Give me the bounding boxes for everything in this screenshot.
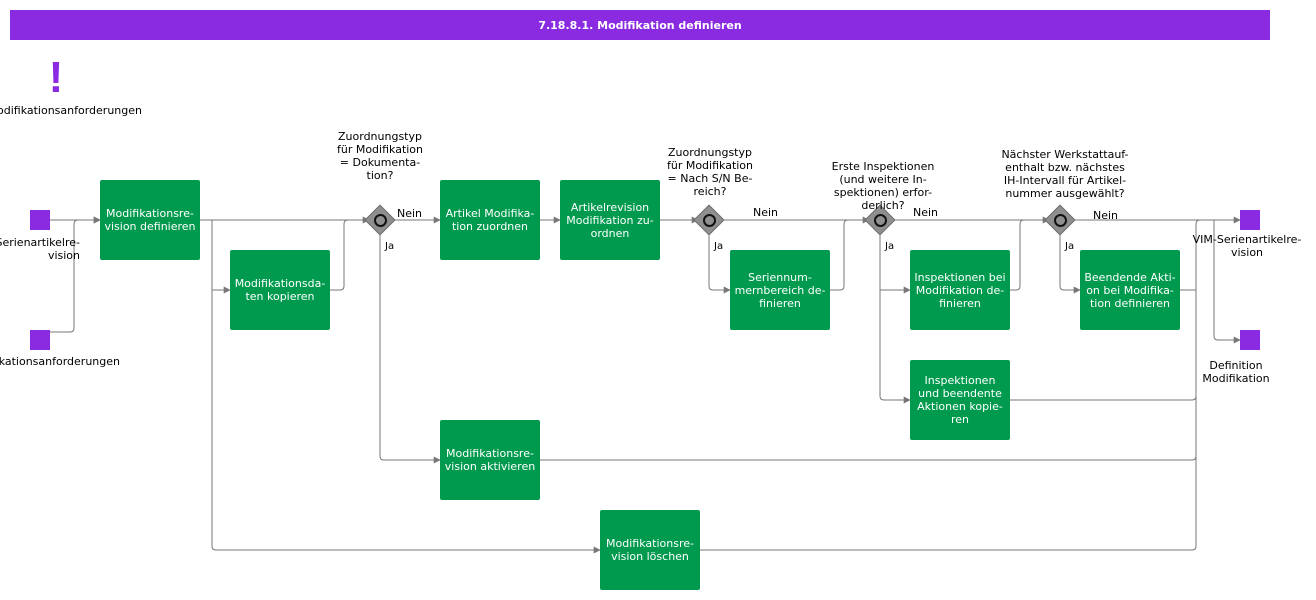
label-output-definition: Definition Modifikation	[1202, 359, 1270, 385]
input-event-modification-requirements[interactable]	[30, 330, 50, 350]
gateway-4-question: Nächster Werkstattauf- enthalt bzw. näch…	[1001, 148, 1129, 200]
output-event-serial-revision[interactable]	[1240, 210, 1260, 230]
task-activate-revision[interactable]: Modifikationsre- vision aktivieren	[440, 420, 540, 500]
label-modification-requirements-top: Modifikationsanforderungen	[0, 104, 142, 117]
gateway-2-marker-icon	[702, 213, 716, 227]
label-input-serial-revision: VIM-Serienartikelre- vision	[0, 236, 80, 262]
gateway-3-no-label: Nein	[913, 206, 939, 219]
task-define-inspections[interactable]: Inspektionen bei Modifikation de- finier…	[910, 250, 1010, 330]
task-define-serial-range[interactable]: Seriennum- mernbereich de- finieren	[730, 250, 830, 330]
gateway-4-marker-icon	[1053, 213, 1067, 227]
gateway-4-no-label: Nein	[1093, 209, 1119, 222]
task-define-terminating-action[interactable]: Beendende Akti- on bei Modifika- tion de…	[1080, 250, 1180, 330]
gateway-4-yes-label: Ja	[1065, 241, 1075, 252]
label-input-modification-requirements: Modifikationsanforderungen	[0, 355, 120, 368]
task-assign-article-revision[interactable]: Artikelrevision Modifikation zu- ordnen	[560, 180, 660, 260]
task-copy-inspections[interactable]: Inspektionen und beendente Aktionen kopi…	[910, 360, 1010, 440]
task-define-revision[interactable]: Modifikationsre- vision definieren	[100, 180, 200, 260]
label-output-serial-revision: VIM-Serienartikelre- vision	[1192, 233, 1302, 259]
gateway-1-yes-label: Ja	[385, 241, 395, 252]
gateway-3-marker-icon	[873, 213, 887, 227]
output-event-definition[interactable]	[1240, 330, 1260, 350]
gateway-1-no-label: Nein	[397, 207, 423, 220]
input-event-serial-revision[interactable]	[30, 210, 50, 230]
task-assign-article[interactable]: Artikel Modifika- tion zuordnen	[440, 180, 540, 260]
gateway-2-yes-label: Ja	[714, 241, 724, 252]
gateway-1-marker-icon	[373, 213, 387, 227]
task-delete-revision[interactable]: Modifikationsre- vision löschen	[600, 510, 700, 590]
diagram-title: 7.18.8.1. Modifikation definieren	[10, 10, 1270, 40]
gateway-3-yes-label: Ja	[885, 241, 895, 252]
gateway-2-no-label: Nein	[753, 206, 779, 219]
exclamation-icon: !	[48, 53, 64, 102]
gateway-3-question: Erste Inspektionen (und weitere In- spek…	[831, 160, 935, 212]
gateway-2-question: Zuordnungstyp für Modifikation = Nach S/…	[666, 146, 754, 198]
task-copy-data[interactable]: Modifikationsda- ten kopieren	[230, 250, 330, 330]
gateway-1-question: Zuordnungstyp für Modifikation = Dokumen…	[336, 130, 424, 182]
